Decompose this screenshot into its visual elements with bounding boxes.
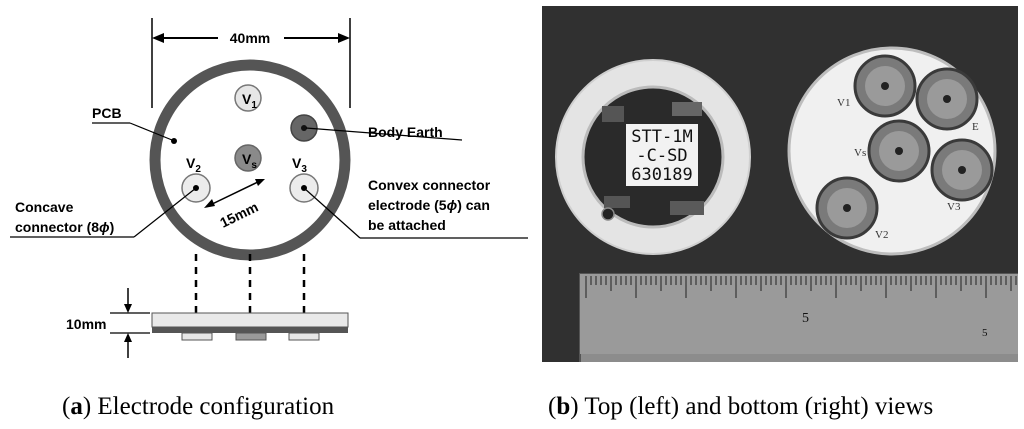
electrode-v1-label: V1 — [242, 91, 257, 111]
side-view-electrode-right — [288, 332, 320, 341]
pcb-leader — [129, 122, 173, 141]
electrode-vs — [234, 144, 262, 172]
concave-label-line2: connector (8ϕ) — [15, 219, 114, 235]
side-view-electrode-center — [235, 332, 267, 341]
top-view-component — [670, 201, 704, 215]
convex-leader — [303, 187, 361, 239]
pcb-leader-dot — [171, 138, 177, 144]
spacing-arrow-head-left — [204, 199, 215, 208]
concave-label-line1: Concave — [15, 199, 74, 215]
bottom-label-e: E — [972, 121, 979, 133]
bottom-electrode-v3 — [930, 138, 994, 202]
bottom-label-v2: V2 — [875, 229, 888, 241]
electrode-vs-label: Vs — [242, 151, 257, 171]
spacing-arrow-line — [205, 179, 263, 208]
ruler-ticks — [585, 276, 1017, 298]
convex-label-line2: electrode (5ϕ) can — [368, 197, 490, 213]
caption-b: (b) Top (left) and bottom (right) views — [548, 393, 934, 420]
caption-a-text: Electrode configuration — [91, 393, 335, 420]
bottom-electrode-v2 — [815, 176, 879, 240]
chip-label-line1: STT-1M — [631, 127, 692, 147]
convex-label-line1: Convex connector — [368, 177, 491, 193]
bottom-label-v1: V1 — [837, 97, 850, 109]
thickness-label: 10mm — [66, 316, 106, 332]
spacing-arrow-head-right — [255, 179, 265, 186]
side-view-pcb — [151, 312, 349, 328]
ruler-number-small: 5 — [982, 327, 988, 339]
dimension-label-bg — [218, 27, 284, 47]
bottom-electrode-vs — [867, 119, 931, 183]
side-view-electrode-left — [181, 332, 213, 341]
side-view-base — [152, 327, 348, 333]
pcb-label: PCB — [92, 105, 122, 121]
caption-b-text: Top (left) and bottom (right) views — [578, 393, 934, 420]
convex-label-line3: be attached — [368, 217, 446, 233]
thickness-arrowhead-top — [124, 304, 132, 313]
top-view-component — [604, 196, 630, 208]
body-earth-leader — [305, 127, 463, 141]
caption-a: (a) Electrode configuration — [62, 393, 335, 420]
top-view-component — [602, 106, 624, 122]
device-photo: STT-1M -C-SD 630189 V1 E Vs V3 V2 5 5 — [542, 6, 1018, 362]
dimension-label: 40mm — [230, 30, 270, 46]
body-earth-label: Body Earth — [368, 124, 443, 140]
caption-b-letter: b — [556, 393, 571, 420]
top-view-component — [672, 102, 702, 116]
electrode-v2-label: V2 — [186, 155, 201, 175]
top-view-screw — [601, 207, 615, 221]
chip-label-line3: 630189 — [631, 165, 692, 185]
electrode-v1 — [234, 84, 262, 112]
bottom-electrode-e — [915, 67, 979, 131]
concave-leader — [133, 187, 197, 238]
chip-label — [626, 124, 698, 186]
bottom-label-vs: Vs — [854, 147, 866, 159]
dimension-arrow-right — [338, 33, 350, 43]
bottom-label-v3: V3 — [947, 201, 961, 213]
ruler-number: 5 — [802, 311, 809, 326]
ruler: 5 5 — [579, 273, 1018, 362]
bottom-electrode-v1 — [853, 54, 917, 118]
chip-label-line2: -C-SD — [636, 146, 687, 166]
electrode-configuration-diagram: 40mm PCB V1 Body Earth Vs V2 V3 15mm Con… — [10, 18, 528, 358]
caption-a-letter: a — [70, 393, 83, 420]
body-earth-center-dot — [301, 125, 307, 131]
dimension-arrow-left — [152, 33, 164, 43]
thickness-arrowhead-bottom — [124, 333, 132, 342]
electrode-v3-label: V3 — [292, 155, 307, 175]
